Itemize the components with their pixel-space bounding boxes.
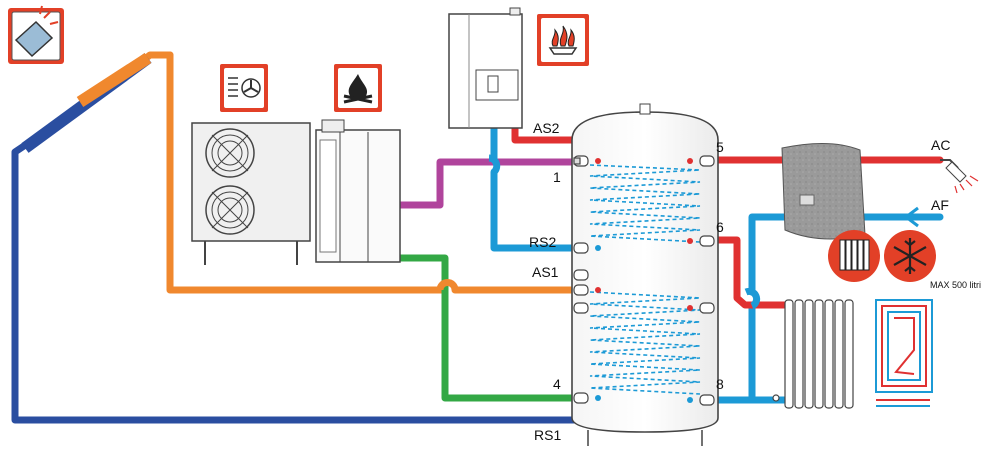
- label-port-4: 4: [553, 376, 561, 392]
- label-rs2: RS2: [529, 234, 556, 250]
- label-port-6: 6: [716, 219, 724, 235]
- label-port-5: 5: [716, 139, 724, 155]
- radiator: [772, 299, 854, 409]
- pipe-crossovers: [436, 154, 761, 310]
- label-port-8: 8: [716, 376, 724, 392]
- solar-panel-icon: [8, 5, 64, 64]
- water-module: [781, 142, 866, 240]
- shower-icon: [940, 159, 979, 194]
- gas-boiler: [448, 7, 523, 129]
- heat-pump-unit: [191, 122, 311, 265]
- heating-flow-pipe: [706, 236, 789, 309]
- label-as2: AS2: [533, 120, 560, 136]
- heat-pump-fan-icon: [220, 64, 268, 112]
- underfloor-heating: [875, 299, 933, 407]
- wood-fire-icon: [334, 64, 382, 112]
- heatpump-pipe: [396, 158, 584, 209]
- cold-water-pipe: [748, 213, 944, 402]
- snowflake-icon: [884, 230, 936, 282]
- wood-boiler: [315, 119, 401, 263]
- radiator-icon: [828, 230, 880, 282]
- gas-flame-icon: [537, 14, 589, 66]
- label-max-volume: MAX 500 litri: [930, 280, 981, 290]
- label-port-1: 1: [553, 169, 561, 185]
- label-ac: AC: [931, 137, 950, 153]
- gas-return-pipe: [490, 124, 584, 252]
- label-af: AF: [931, 197, 949, 213]
- storage-tank: [571, 103, 719, 446]
- boiler-pipe: [396, 254, 584, 402]
- label-as1: AS1: [532, 264, 559, 280]
- solar-collector: [21, 52, 152, 153]
- cold-water-arrow-icon: [903, 206, 919, 228]
- label-rs1: RS1: [534, 427, 561, 443]
